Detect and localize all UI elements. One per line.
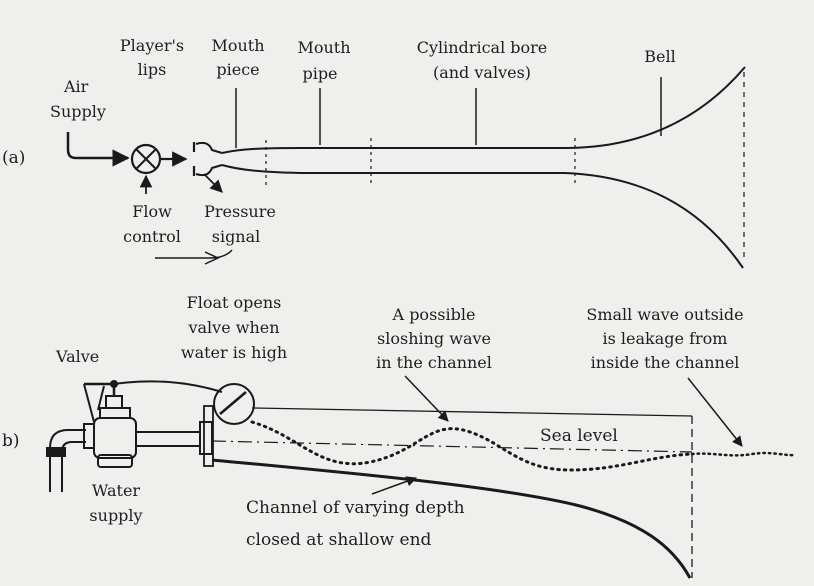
panel-b: b) Valve Float opens valve when water is… [2, 293, 798, 579]
flow-control-valve-icon [130, 143, 162, 175]
channel-label-1: Channel of varying depth [246, 498, 465, 518]
feedback-line [155, 249, 233, 259]
water-supply-pipe [46, 423, 95, 492]
float-label-1: Float opens [187, 293, 282, 312]
mouthpiece-upper [195, 141, 223, 154]
lips-label-2: lips [138, 60, 167, 79]
lips-label-1: Player's [120, 36, 184, 55]
small-wave-label-1: Small wave outside [586, 305, 743, 324]
slosh-label-3: in the channel [376, 353, 492, 372]
flow-label-1: Flow [132, 202, 172, 221]
float-icon [213, 383, 255, 425]
pressure-signal-arrow [203, 173, 223, 193]
float-label-3: water is high [181, 343, 287, 362]
mouthpipe-label-2: pipe [302, 64, 337, 83]
mouthpiece-lower [195, 164, 223, 177]
leakage-wave [690, 451, 798, 457]
supply-label: Supply [50, 102, 106, 121]
mouthpipe-label-1: Mouth [297, 38, 350, 57]
panel-a: (a) Air Supply Play [2, 36, 746, 269]
slosh-leader-arrow [404, 375, 449, 422]
pressure-label-1: Pressure [204, 202, 276, 221]
channel-leader-arrow [371, 476, 417, 495]
slosh-label-2: sloshing wave [377, 329, 491, 348]
mouthpiece-label-2: piece [216, 60, 259, 79]
air-pipe [66, 132, 130, 167]
water-label-1: Water [92, 481, 140, 500]
sea-level-line [211, 440, 693, 453]
water-label-2: supply [89, 506, 142, 525]
sloshing-wave [250, 420, 694, 472]
panel-b-tag: b) [2, 431, 20, 451]
panel-a-tag: (a) [2, 148, 25, 168]
slosh-label-1: A possible [392, 305, 476, 324]
valve-icon [83, 380, 223, 468]
feed-pipe [136, 405, 214, 467]
air-label: Air [63, 77, 89, 96]
channel-label-2: closed at shallow end [246, 530, 432, 550]
bell-label: Bell [644, 47, 675, 66]
bore-lower-wall [221, 164, 744, 269]
pressure-label-2: signal [212, 227, 261, 246]
feedback-arrowhead [204, 251, 220, 265]
float-label-2: valve when [187, 318, 279, 337]
channel-top-edge [251, 407, 693, 417]
small-wave-leader-arrow [687, 377, 743, 447]
valve-label: Valve [55, 347, 99, 366]
mouthpiece-label-1: Mouth [211, 36, 264, 55]
flow-label-2: control [123, 227, 181, 246]
bore-label-1: Cylindrical bore [417, 38, 548, 57]
sea-level-label: Sea level [540, 426, 618, 446]
small-wave-label-2: is leakage from [603, 329, 728, 348]
small-wave-label-3: inside the channel [591, 353, 740, 372]
bore-upper-wall [221, 66, 746, 154]
channel-floor [211, 458, 692, 579]
bore-label-2: (and valves) [433, 63, 531, 82]
